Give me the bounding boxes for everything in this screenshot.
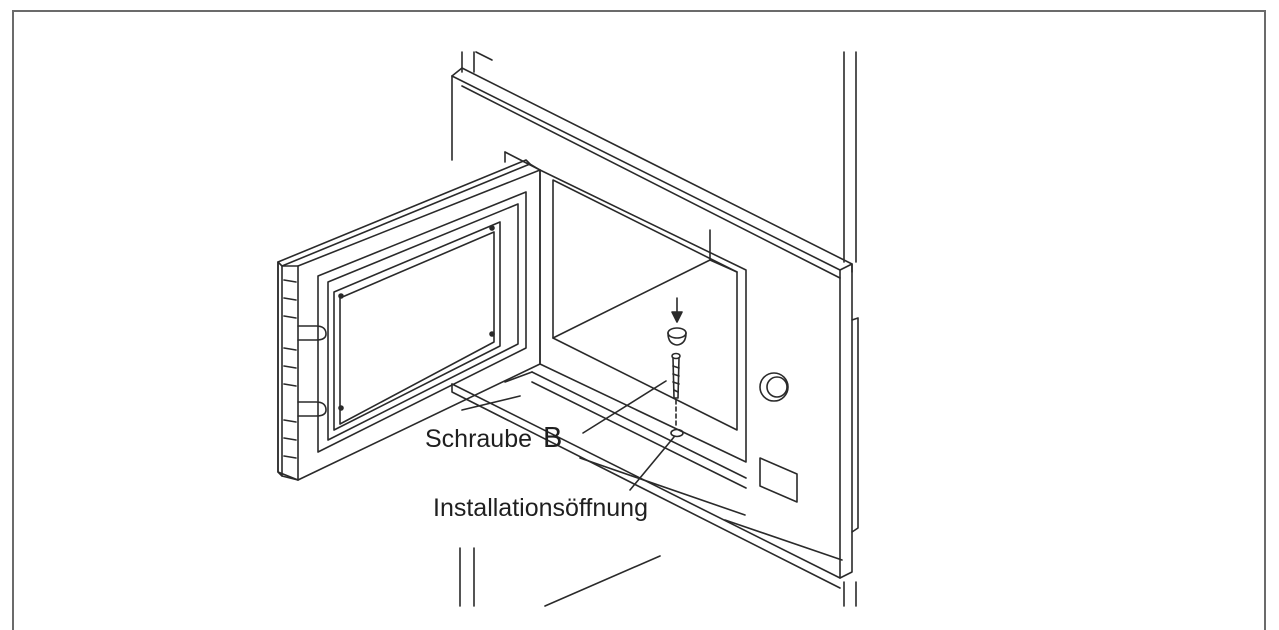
figure-frame — [12, 10, 1266, 630]
installation-opening-label: Installationsöffnung — [433, 494, 648, 522]
screw-assembly — [667, 297, 687, 438]
leader-lines — [582, 380, 675, 491]
microwave-door — [277, 159, 541, 481]
cabinet-outline — [459, 51, 857, 607]
screw-label: Schraube B — [425, 422, 562, 454]
